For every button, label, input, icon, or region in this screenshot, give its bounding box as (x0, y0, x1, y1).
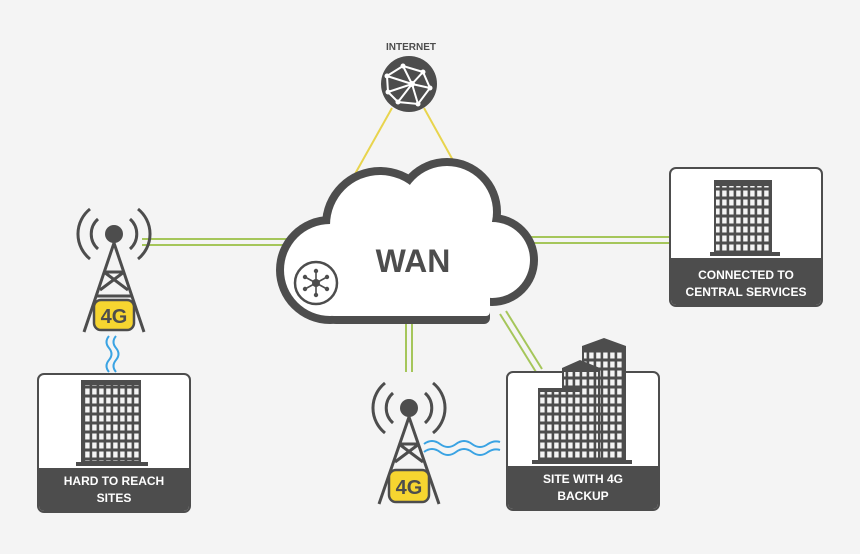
backup-site-label-line2: BACKUP (557, 489, 608, 503)
signal-waves-left (76, 207, 152, 261)
internet-link-right (423, 107, 456, 165)
cell-tower-left: 4G (76, 207, 152, 333)
globe-icon (381, 56, 437, 112)
wireless-link-center (423, 440, 501, 456)
central-services-label-line2: CENTRAL SERVICES (686, 285, 807, 299)
central-services-site: CONNECTED TO CENTRAL SERVICES (669, 167, 823, 307)
wan-link-left-tower (142, 238, 308, 246)
internet-node: INTERNET (381, 42, 437, 112)
signal-waves-center (371, 381, 447, 435)
cell-tower-center: 4G (371, 381, 447, 505)
4g-badge-left: 4G (92, 298, 136, 332)
wan-cloud: WAN (276, 158, 538, 324)
building-icon (710, 180, 780, 256)
backup-site: SITE WITH 4G BACKUP (506, 338, 660, 511)
building-icon (76, 380, 148, 466)
wan-link-central (515, 236, 670, 244)
wireless-link-left (105, 335, 120, 373)
internet-label: INTERNET (386, 42, 436, 53)
building-cluster-icon (532, 338, 632, 464)
hard-to-reach-label-line1: HARD TO REACH (64, 474, 164, 488)
wan-link-center-tower (405, 318, 413, 372)
4g-badge-center: 4G (387, 468, 431, 504)
wan-link-backup (499, 310, 543, 373)
wan-label: WAN (376, 243, 451, 279)
hard-to-reach-site: HARD TO REACH SITES (37, 373, 191, 513)
4g-badge-left-text: 4G (101, 306, 128, 328)
connections (105, 107, 670, 456)
backup-site-label-line1: SITE WITH 4G (543, 472, 623, 486)
4g-badge-center-text: 4G (396, 477, 423, 499)
central-services-label-line1: CONNECTED TO (698, 268, 794, 282)
hub-icon (293, 260, 339, 306)
hard-to-reach-label-line2: SITES (97, 491, 132, 505)
